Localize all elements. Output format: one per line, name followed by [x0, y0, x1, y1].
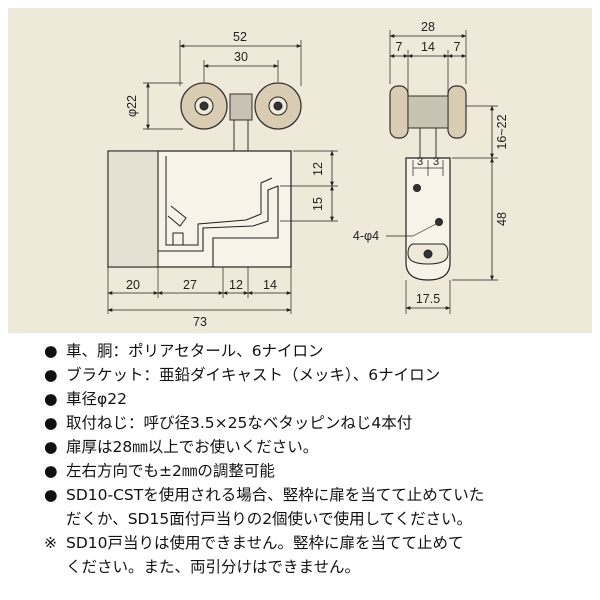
spec-item: ※ SD10戸当りは使用できません。竪枠に扉を当てて止めて: [44, 532, 464, 554]
dim-52: 52: [233, 30, 247, 44]
technical-drawing: 52 30 φ22 12 15 20 27 12 14 73 28 7 14 7…: [8, 8, 592, 333]
spec-bullet: ●: [44, 486, 58, 504]
bracket-profile: [157, 151, 279, 267]
bracket-inner: [165, 156, 273, 246]
wheel-right: [254, 82, 302, 130]
spec-item: ● 車、胴：ポリアセタール、6ナイロン: [44, 340, 324, 362]
side-axle: [407, 95, 449, 129]
spec-item: ● ブラケット：亜鉛ダイキャスト（メッキ）、6ナイロン: [44, 364, 440, 386]
spec-bullet: ●: [44, 438, 58, 456]
spec-item: ● SD10-CSTを使用される場合、竪枠に扉を当てて止めていた: [44, 484, 484, 506]
dim-3-right: 3: [433, 156, 439, 168]
dim-48: 48: [495, 212, 509, 226]
spec-text: 扉厚は28㎜以上でお使いください。: [66, 438, 319, 456]
dim-12-right: 12: [311, 162, 325, 176]
spec-text: SD10-CSTを使用される場合、竪枠に扉を当てて止めていた: [66, 486, 485, 504]
spec-continuation: ください。また、両引分けはできません。: [66, 558, 361, 576]
spec-bullet: ●: [44, 342, 58, 360]
hole-1: [413, 184, 421, 192]
spec-item: ● 車径φ22: [44, 388, 127, 410]
dim-20: 20: [126, 278, 140, 292]
dim-30: 30: [234, 50, 248, 64]
spec-text: 車、胴：ポリアセタール、6ナイロン: [66, 342, 324, 360]
spec-text: 左右方向でも±2㎜の調整可能: [66, 462, 275, 480]
stem: [233, 119, 249, 153]
hole-2: [435, 218, 443, 226]
spec-bullet: ●: [44, 366, 58, 384]
drawing-svg: 52 30 φ22 12 15 20 27 12 14 73 28 7 14 7…: [107, 20, 509, 329]
side-wheel-right: [447, 85, 467, 139]
dim-holes: 4-φ4: [353, 229, 379, 243]
side-stem: [419, 127, 437, 159]
body-left-panel: [107, 150, 159, 268]
dim-28: 28: [421, 20, 435, 34]
dim-12-bottom: 12: [229, 278, 243, 292]
spec-text: ブラケット：亜鉛ダイキャスト（メッキ）、6ナイロン: [66, 366, 441, 384]
spec-text: 取付ねじ：呼び径3.5×25なベタッピンねじ4本付: [66, 414, 413, 432]
dim-17-5: 17.5: [416, 292, 440, 306]
dim-27: 27: [183, 278, 197, 292]
spec-item: ● 左右方向でも±2㎜の調整可能: [44, 460, 275, 482]
spec-continuation: だくか、SD15面付戸当りの2個使いで使用してください。: [66, 510, 473, 528]
dim-7-left: 7: [396, 40, 403, 54]
dim-16-22: 16~22: [495, 114, 509, 149]
side-wheel-left: [389, 85, 409, 139]
spec-text: 車径φ22: [66, 390, 127, 408]
spec-bullet: ※: [44, 534, 57, 552]
dim-7-right: 7: [454, 40, 461, 54]
spec-text: SD10戸当りは使用できません。竪枠に扉を当てて止めて: [66, 534, 464, 552]
spec-item: ● 扉厚は28㎜以上でお使いください。: [44, 436, 318, 458]
dim-14-top: 14: [421, 40, 435, 54]
axle-block: [229, 93, 253, 121]
spec-item: ● 取付ねじ：呼び径3.5×25なベタッピンねじ4本付: [44, 412, 412, 434]
dim-15: 15: [311, 197, 325, 211]
dim-14-bottom: 14: [263, 278, 277, 292]
dim-phi22: φ22: [125, 95, 139, 117]
dim-3-left: 3: [417, 156, 423, 168]
spec-bullet: ●: [44, 462, 58, 480]
spec-bullet: ●: [44, 390, 58, 408]
dim-73: 73: [193, 315, 207, 329]
spec-bullet: ●: [44, 414, 58, 432]
wheel-left: [180, 82, 228, 130]
